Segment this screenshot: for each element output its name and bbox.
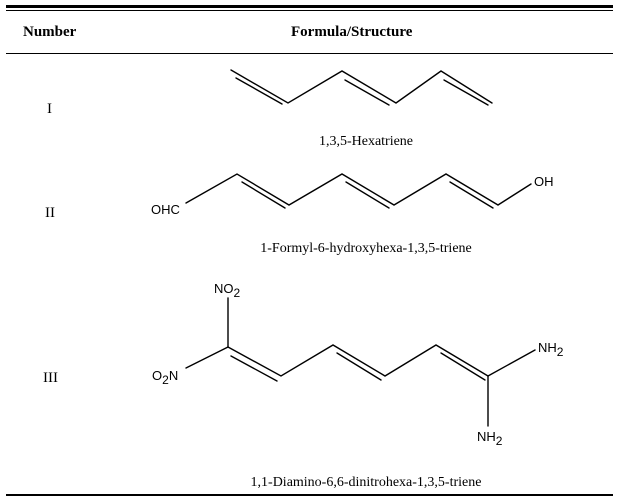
top-rule-thin xyxy=(6,10,613,11)
header-formula: Formula/Structure xyxy=(291,24,413,40)
label-no2-top: NO2 xyxy=(214,281,241,300)
label-oh: OH xyxy=(534,174,554,189)
caption-hexatriene: 1,3,5-Hexatriene xyxy=(318,134,414,149)
row-number-III: III xyxy=(43,370,58,386)
row-number-II: II xyxy=(45,205,55,221)
label-o2n-left: O2N xyxy=(152,368,178,387)
caption-formyl-hydroxyhexatriene: 1-Formyl-6-hydroxyhexa-1,3,5-triene xyxy=(260,241,472,256)
label-nh2-bottom: NH2 xyxy=(477,429,503,448)
header-number: Number xyxy=(23,24,77,40)
structure-hexatriene xyxy=(230,69,493,106)
caption-diamino-dinitrohexatriene: 1,1-Diamino-6,6-dinitrohexa-1,3,5-triene xyxy=(250,475,482,490)
bottom-rule xyxy=(6,494,613,496)
label-ohc: OHC xyxy=(151,202,180,217)
label-nh2-right: NH2 xyxy=(538,340,564,359)
structure-formyl-hydroxyhexatriene xyxy=(185,173,532,209)
header-rule xyxy=(6,53,613,54)
top-rule-thick xyxy=(6,5,613,8)
row-number-I: I xyxy=(47,101,52,117)
structure-diamino-dinitrohexatriene xyxy=(185,297,536,427)
